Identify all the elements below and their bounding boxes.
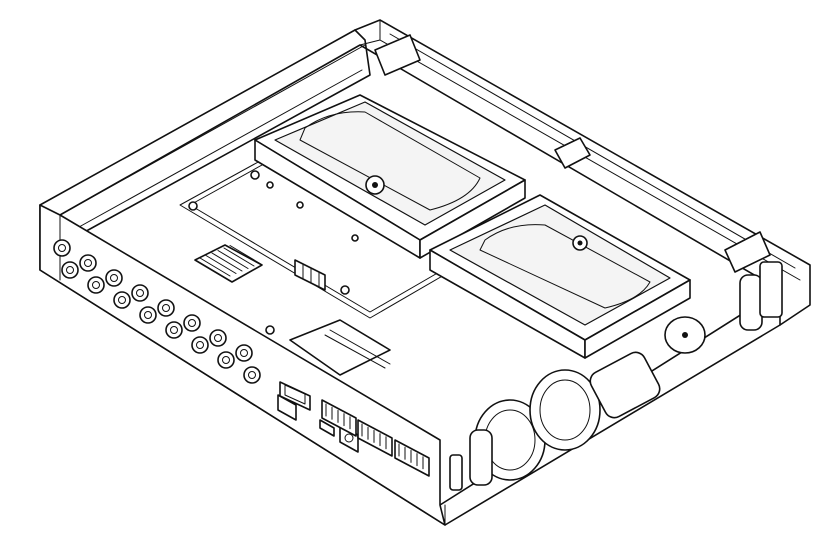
riser-board bbox=[289, 319, 391, 376]
network-port bbox=[277, 394, 297, 421]
usb-port bbox=[319, 419, 335, 437]
bnc-connector bbox=[61, 261, 79, 279]
bnc-connector bbox=[235, 344, 253, 362]
bnc-connector bbox=[243, 366, 261, 384]
bnc-connector bbox=[87, 276, 105, 294]
bnc-connector bbox=[105, 269, 123, 287]
hard-drive-lower bbox=[429, 194, 691, 359]
bnc-connector bbox=[53, 239, 71, 257]
bnc-connector-array bbox=[53, 239, 261, 384]
bnc-connector bbox=[113, 291, 131, 309]
bnc-connector bbox=[191, 336, 209, 354]
power-connector bbox=[294, 259, 326, 291]
bnc-connector bbox=[79, 254, 97, 272]
terminal-block bbox=[357, 419, 393, 457]
bnc-connector bbox=[157, 299, 175, 317]
front-bracket bbox=[449, 261, 783, 491]
fan-right bbox=[529, 369, 601, 451]
terminal-block bbox=[394, 439, 430, 477]
terminal-blocks bbox=[321, 399, 430, 477]
internal-board bbox=[179, 149, 471, 376]
bnc-connector bbox=[139, 306, 157, 324]
heatsink bbox=[194, 244, 263, 283]
bnc-connector bbox=[165, 321, 183, 339]
bnc-connector bbox=[217, 351, 235, 369]
rail-clips bbox=[374, 34, 771, 273]
terminal-block bbox=[321, 399, 357, 437]
vga-port bbox=[279, 381, 311, 411]
back-wall bbox=[354, 19, 811, 326]
bnc-connector bbox=[209, 329, 227, 347]
bnc-connector bbox=[183, 314, 201, 332]
rear-connector-panel bbox=[39, 204, 446, 526]
hard-drive-upper bbox=[254, 94, 526, 259]
bnc-connector bbox=[131, 284, 149, 302]
